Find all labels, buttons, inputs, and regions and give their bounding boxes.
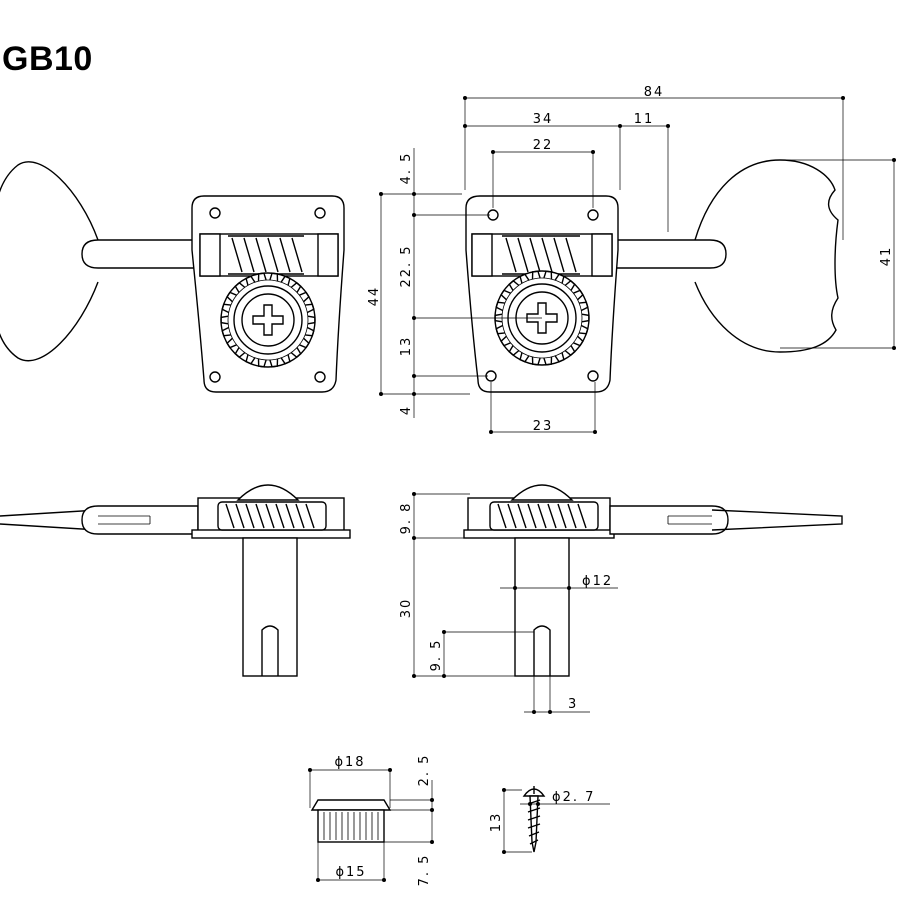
tuner-side-view-right: [463, 484, 843, 677]
worm-housing-right: [471, 233, 613, 277]
gear-left: [220, 272, 316, 368]
bushing-dimension-labels: ϕ18 ϕ15 2. 5 7. 5: [334, 754, 432, 887]
dim-22-5: 22. 5: [399, 244, 414, 287]
dim-84: 84: [644, 85, 665, 100]
key-shaft-left: [81, 239, 199, 269]
dim-screw-diameter: ϕ2. 7: [552, 790, 595, 805]
dim-34: 34: [533, 112, 554, 127]
side-dimension-lines: [412, 492, 618, 714]
mounting-hole: [209, 371, 221, 383]
dim-23: 23: [533, 419, 554, 434]
worm-bearing: [199, 233, 221, 277]
dim-4: 4: [399, 405, 414, 415]
model-title: GB10: [2, 40, 93, 78]
dim-4-5: 4. 5: [399, 152, 414, 185]
screw-dimension-lines: [502, 788, 610, 854]
gear-teeth: [220, 272, 316, 368]
dim-44: 44: [367, 286, 382, 307]
dim-2-5: 2. 5: [417, 754, 432, 787]
mounting-hole: [587, 370, 599, 382]
dim-30: 30: [399, 598, 414, 619]
dim-post-diameter: ϕ12: [582, 574, 613, 589]
dim-7-5: 7. 5: [417, 854, 432, 887]
dim-screw-length: 13: [489, 812, 504, 833]
tuner-front-view-right: [465, 159, 839, 393]
worm-bearing: [471, 233, 493, 277]
dim-41: 41: [879, 246, 894, 267]
dim-13: 13: [399, 336, 414, 357]
dim-9-8: 9. 8: [399, 502, 414, 535]
mounting-hole: [209, 207, 221, 219]
mounting-hole: [587, 209, 599, 221]
dim-bushing-inner: ϕ15: [335, 865, 366, 880]
tuner-front-view-left: [0, 161, 345, 393]
dim-11: 11: [634, 112, 655, 127]
mounting-hole: [314, 371, 326, 383]
bushing: [310, 799, 392, 843]
tuner-key-right: [694, 159, 839, 353]
side-dimension-labels: 9. 8 30 9. 5 ϕ12 3: [399, 502, 613, 712]
worm-bearing: [317, 233, 339, 277]
bushing-dimension-lines: [308, 768, 434, 882]
phillips-screw-head: [526, 302, 558, 334]
phillips-screw-head: [252, 304, 284, 336]
tuner-side-view-left: [0, 484, 351, 677]
gear-teeth: [494, 270, 590, 366]
dim-bushing-outer: ϕ18: [334, 755, 365, 770]
key-shaft-right: [607, 239, 727, 269]
dim-slot-width: 3: [568, 697, 578, 712]
top-dimension-lines: [379, 96, 896, 434]
worm-bearing: [591, 233, 613, 277]
dim-22: 22: [533, 138, 554, 153]
gear-root-circle: [227, 279, 309, 361]
mounting-hole: [314, 207, 326, 219]
dim-9-5: 9. 5: [429, 639, 444, 672]
tuner-key-left: [0, 161, 99, 362]
screw-dimension-labels: 13 ϕ2. 7: [489, 790, 595, 833]
top-dimension-labels: 84 34 11 22 23 44 4. 5 22. 5 13 4 41: [367, 85, 894, 434]
wood-screw: [522, 786, 546, 853]
